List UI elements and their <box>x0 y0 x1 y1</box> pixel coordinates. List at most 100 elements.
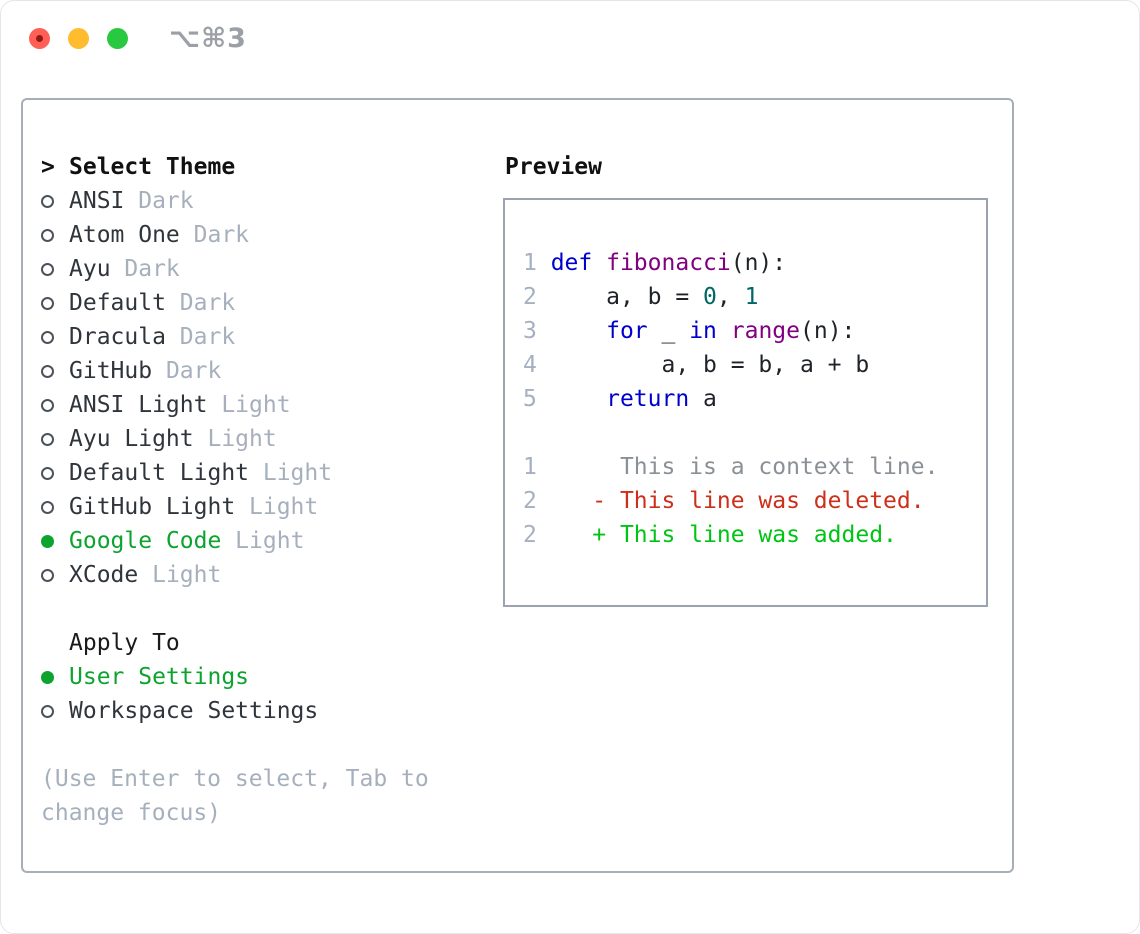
theme-name: Ayu Light <box>69 426 194 452</box>
radio-icon <box>41 704 54 718</box>
radio-cell <box>41 466 69 480</box>
spacer <box>41 728 503 762</box>
radio-cell <box>41 364 69 378</box>
theme-option[interactable]: Default Light Light <box>41 456 503 490</box>
radio-icon <box>41 500 54 514</box>
code-token: def <box>550 250 593 276</box>
theme-variant: Dark <box>152 358 222 384</box>
line-number: 5 <box>523 386 551 412</box>
theme-option[interactable]: Dracula Dark <box>41 320 503 354</box>
radio-icon <box>41 296 54 310</box>
theme-name: Default <box>69 290 166 316</box>
line-number: 4 <box>523 352 551 378</box>
theme-name: Ayu <box>69 256 111 282</box>
select-theme-header: > Select Theme <box>41 150 503 184</box>
code-token: (n): <box>800 318 856 344</box>
code-token: a, b = <box>550 284 704 310</box>
theme-name: GitHub Light <box>69 494 236 520</box>
line-number: 1 <box>523 454 620 480</box>
radio-icon <box>41 398 54 412</box>
theme-option[interactable]: ANSI Dark <box>41 184 503 218</box>
radio-cell <box>41 704 69 718</box>
theme-variant: Dark <box>110 256 180 282</box>
code-line: 1 def fibonacci(n): <box>523 246 976 280</box>
code-token: return <box>606 386 690 412</box>
code-token: a <box>689 386 717 412</box>
apply-to-option[interactable]: Workspace Settings <box>41 694 503 728</box>
diff-text: - This line was deleted. <box>592 488 925 514</box>
radio-cell <box>41 398 69 412</box>
code-line: 2 a, b = 0, 1 <box>523 280 976 314</box>
theme-variant: Light <box>138 562 222 588</box>
radio-cell <box>41 194 69 208</box>
code-token <box>592 250 606 276</box>
theme-variant: Light <box>235 494 319 520</box>
radio-selected-icon <box>41 534 54 548</box>
radio-selected-icon <box>41 670 54 684</box>
theme-option[interactable]: Google Code Light <box>41 524 503 558</box>
diff-text: + This line was added. <box>592 522 897 548</box>
radio-icon <box>41 262 54 276</box>
code-token: 0 <box>703 284 717 310</box>
diff-line: 1 This is a context line. <box>523 450 976 484</box>
theme-variant: Light <box>221 528 305 554</box>
theme-option[interactable]: ANSI Light Light <box>41 388 503 422</box>
select-theme-title: Select Theme <box>69 154 236 180</box>
radio-cell <box>41 262 69 276</box>
theme-option[interactable]: GitHub Light Light <box>41 490 503 524</box>
theme-option[interactable]: XCode Light <box>41 558 503 592</box>
radio-icon <box>41 228 54 242</box>
apply-to-name: Workspace Settings <box>69 698 319 724</box>
theme-option[interactable]: Atom One Dark <box>41 218 503 252</box>
minimize-button-icon[interactable] <box>68 28 89 49</box>
code-token: in <box>689 318 717 344</box>
code-line: 5 return a <box>523 382 976 416</box>
code-token <box>717 318 731 344</box>
radio-icon <box>41 432 54 446</box>
theme-variant: Light <box>249 460 333 486</box>
theme-variant: Light <box>207 392 291 418</box>
line-number: 2 <box>523 488 593 514</box>
titlebar: ⌥⌘3 <box>1 1 1139 76</box>
line-number: 2 <box>523 522 593 548</box>
code-token: _ <box>647 318 690 344</box>
theme-variant: Light <box>193 426 277 452</box>
code-token <box>551 386 606 412</box>
window-title: ⌥⌘3 <box>169 23 247 54</box>
theme-option[interactable]: GitHub Dark <box>41 354 503 388</box>
code-token: (n): <box>730 250 787 276</box>
code-token: range <box>730 318 800 344</box>
code-token: 1 <box>744 284 759 310</box>
maximize-button-icon[interactable] <box>107 28 128 49</box>
radio-cell <box>41 228 69 242</box>
line-number: 1 <box>523 250 551 276</box>
diff-line: 2 - This line was deleted. <box>523 484 976 518</box>
code-token: for <box>606 318 648 344</box>
radio-cell <box>41 330 69 344</box>
close-button-icon[interactable] <box>29 28 50 49</box>
code-token <box>551 318 606 344</box>
theme-option[interactable]: Ayu Dark <box>41 252 503 286</box>
theme-name: GitHub <box>69 358 153 384</box>
theme-option[interactable]: Ayu Light Light <box>41 422 503 456</box>
theme-option[interactable]: Default Dark <box>41 286 503 320</box>
radio-icon <box>41 194 54 208</box>
theme-name: Default Light <box>69 460 250 486</box>
preview-pane: Preview 1 def fibonacci(n):2 a, b = 0, 1… <box>503 150 992 871</box>
theme-variant: Dark <box>179 222 250 248</box>
code-line: 3 for _ in range(n): <box>523 314 976 348</box>
radio-icon <box>41 330 54 344</box>
line-number: 2 <box>523 284 551 310</box>
apply-to-header: Apply To <box>41 626 503 660</box>
apply-to-option[interactable]: User Settings <box>41 660 503 694</box>
theme-name: Atom One <box>69 222 180 248</box>
theme-name: XCode <box>69 562 139 588</box>
code-token: a, b = b, a + b <box>550 352 870 378</box>
prompt-caret-icon: > <box>41 154 55 180</box>
theme-variant: Dark <box>124 188 194 214</box>
